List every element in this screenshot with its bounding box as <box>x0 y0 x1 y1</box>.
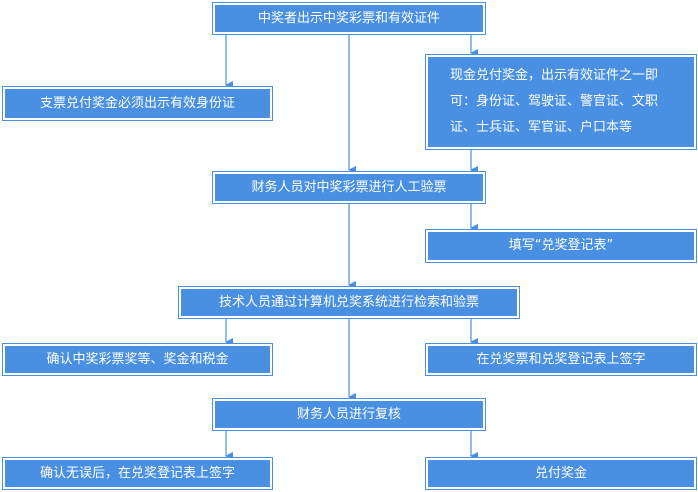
node-label: 兑付奖金 <box>534 465 587 481</box>
node-confirm-prize: 确认中奖彩票奖等、奖金和税金 <box>2 343 273 376</box>
node-label: 确认中奖彩票奖等、奖金和税金 <box>46 351 229 367</box>
node-start: 中奖者出示中奖彩票和有效证件 <box>212 2 486 35</box>
node-fill-form: 填写“兑奖登记表” <box>425 229 697 263</box>
node-label: 确认无误后，在兑奖登记表上签字 <box>39 465 235 481</box>
node-label: 在兑奖票和兑奖登记表上签字 <box>476 351 646 367</box>
node-cash: 现金兑付奖金，出示有效证件之一即可：身份证、驾驶证、警官证、文职证、士兵证、军官… <box>425 54 697 150</box>
node-label: 现金兑付奖金，出示有效证件之一即可：身份证、驾驶证、警官证、文职证、士兵证、军官… <box>450 68 659 135</box>
node-transfer: 支票兑付奖金必须出示有效身份证 <box>2 86 273 121</box>
node-system-check: 技术人员通过计算机兑奖系统进行检索和验票 <box>178 286 520 319</box>
node-label: 中奖者出示中奖彩票和有效证件 <box>257 10 440 26</box>
node-confirm-sign: 确认无误后，在兑奖登记表上签字 <box>2 457 273 490</box>
node-label: 填写“兑奖登记表” <box>508 238 614 253</box>
node-label: 支票兑付奖金必须出示有效身份证 <box>39 95 235 111</box>
node-label: 财务人员进行复核 <box>296 406 401 422</box>
node-label: 财务人员对中奖彩票进行人工验票 <box>251 179 447 195</box>
node-sign-form: 在兑奖票和兑奖登记表上签字 <box>425 343 697 376</box>
node-pay: 兑付奖金 <box>425 457 697 490</box>
node-manual-check: 财务人员对中奖彩票进行人工验票 <box>212 171 486 204</box>
node-review: 财务人员进行复核 <box>212 398 486 431</box>
node-label: 技术人员通过计算机兑奖系统进行检索和验票 <box>218 294 479 310</box>
